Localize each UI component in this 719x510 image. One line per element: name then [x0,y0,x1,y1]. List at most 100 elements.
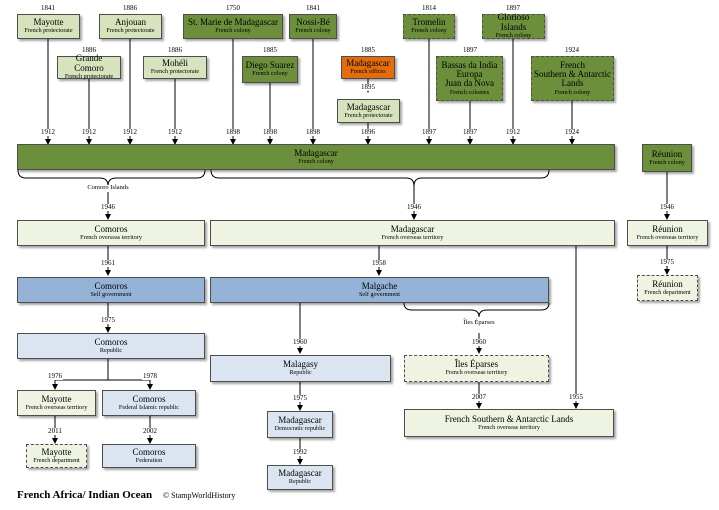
box-name: French Southern & Antarctic Lands [444,413,574,424]
box-name: Mayotte [41,393,72,404]
year-label: 1750 [226,4,240,12]
box-status: French department [33,456,80,464]
year-label: 2011 [47,427,63,435]
year-label: 1841 [306,4,320,12]
box-name: Madagascar [346,58,390,69]
box-madagascar-offices: Madagascar French offices [341,56,395,79]
year-label: 1975 [100,316,116,324]
year-label: 1912 [167,128,183,136]
year-label: 1912 [122,128,138,136]
box-status: French overseas territory [445,369,508,377]
year-label: 1924 [565,46,579,54]
box-name: Grande Comoro [74,53,104,73]
year-label: 1886 [82,46,96,54]
box-name: Tromelin [412,17,446,28]
box-status: French colony [295,27,331,35]
box-status: Self government [90,290,132,298]
box-name: Îles Éparses [454,359,499,370]
year-label: 1975 [292,394,308,402]
box-name: Mohéli [162,58,188,69]
year-label: 1896 [360,128,376,136]
year-label: 1898 [225,128,241,136]
box-name: Comoros [94,223,128,234]
box-name: Réunion [652,223,683,234]
year-label: 1924 [564,128,580,136]
diagram-title: French Africa/ Indian Ocean [17,489,153,501]
box-madagascar-colony: Madagascar French colony [17,144,615,170]
box-status: French colonies [449,88,490,96]
box-anjouan: Anjouan French protectorate [99,14,162,39]
box-status: French protectorate [344,111,393,119]
box-status: French colony [649,158,685,166]
box-madagascar-protectorate: Madagascar French protectorate [337,99,400,123]
box-southern-antarctic-lands: French Southern & Antarctic Lands French… [531,56,614,101]
box-name: Anjouan [115,17,146,28]
year-label: 1960 [471,338,487,346]
box-grande-comoro: Grande Comoro French protectorate [57,53,121,81]
box-st-marie: St. Marie de Madagascar French colony [183,14,283,39]
year-label: 2007 [471,393,487,401]
copyright-text: © StampWorldHistory [163,491,236,500]
box-status: Republic [289,369,312,377]
box-status: French protectorate [106,27,155,35]
box-status: Republic [99,346,123,354]
year-label: 1898 [262,128,278,136]
box-status: French protectorate [24,27,73,35]
box-comoros-territory: Comoros French overseas territory [17,220,205,246]
year-label: 1897 [421,128,437,136]
box-glorioso: Glorioso Islands French colony [482,13,545,40]
box-reunion-territory: Réunion French overseas territory [627,220,708,246]
box-status: French colony [215,27,251,35]
box-status: French overseas territory [636,233,699,241]
box-name: Mayotte [41,446,72,457]
box-name: Madagascar [294,147,338,158]
box-diego-suarez: Diego Suarez French colony [242,56,298,83]
year-label: 1992 [292,448,308,456]
box-name: Mayotte [33,17,64,28]
box-mayotte-territory: Mayotte French overseas territory [17,390,96,416]
box-name: Nossi-Bé [296,17,330,28]
year-label: 1897 [463,46,477,54]
year-label: 1897 [462,128,478,136]
box-comoros-self-government: Comoros Self government [17,277,205,303]
year-label: 1885 [361,46,375,54]
year-label: 1955 [568,393,584,401]
box-status: French colony [495,32,532,40]
box-malgache: Malgache Self government [210,277,549,303]
year-label: 1895 [360,83,376,91]
box-madagascar-territory: Madagascar French overseas territory [210,220,615,246]
box-mayotte-protectorate: Mayotte French protectorate [17,14,80,39]
year-label: 1946 [406,203,422,211]
box-malagasy: Malagasy Republic [210,355,391,382]
box-reunion-department: Réunion French department [637,275,698,301]
year-label: 1961 [100,259,116,267]
box-status: French colony [554,88,591,96]
box-name: Réunion [651,148,683,159]
box-fsal-territory: French Southern & Antarctic Lands French… [404,409,614,437]
box-status: French overseas territory [25,403,88,411]
box-status: French colony [411,27,447,35]
iles-eparses-label: Îles Éparses [462,319,496,327]
box-iles-eparses: Îles Éparses French overseas territory [404,355,549,382]
year-label: 1978 [142,372,158,380]
box-name: Madagascar [346,101,391,112]
year-label: 1886 [123,4,137,12]
box-name: French Southern & Antarctic Lands [534,59,611,89]
box-status: Republic [288,478,312,486]
box-bassas-da-india: Bassas da India Europa Juan da Nova Fren… [436,56,503,101]
box-status: Self government [358,290,401,298]
comoro-islands-label: Comoro Islands [86,184,130,192]
box-status: Democratic republic [274,425,326,433]
box-status: Federal Islamic republic [118,403,180,411]
box-status: French colony [298,157,334,165]
year-label: 1976 [47,372,63,380]
box-name: Malgache [361,280,398,291]
box-status: French protectorate [64,73,114,81]
box-status: French overseas territory [381,233,444,241]
box-madagascar-democratic: Madagascar Democratic republic [267,411,333,438]
year-label: 1886 [168,46,182,54]
box-comoros-federation: Comoros Federation [102,444,196,468]
year-label: 1960 [292,338,308,346]
box-name: Comoros [132,446,166,457]
